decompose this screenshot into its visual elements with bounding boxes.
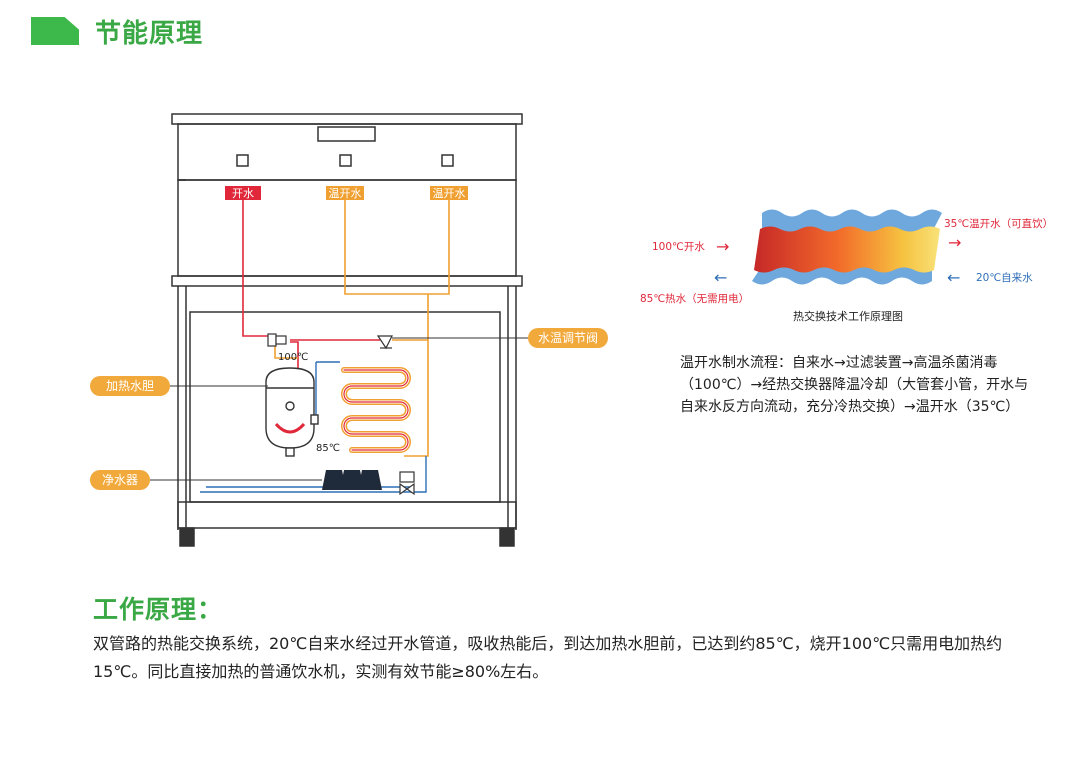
hx-out-warm: 35℃温开水（可直饮）	[944, 217, 1053, 230]
arrow-left-icon: ←	[714, 268, 727, 287]
arrow-right-icon: →	[716, 237, 729, 256]
hot-valve	[267, 333, 287, 347]
temperature-regulating-valve	[376, 335, 393, 350]
water-dispenser-cabinet	[171, 113, 523, 547]
working-principle-text: 双管路的热能交换系统，20℃自来水经过开水管道，吸收热能后，到达加热水胆前，已达…	[93, 634, 1003, 681]
callout-purifier-label: 净水器	[102, 473, 138, 487]
heater-tank	[265, 367, 319, 457]
arrow-left-icon-2: ←	[947, 268, 960, 287]
outlet-tag-warm-2: 温开水	[430, 186, 468, 200]
outlet-tag-warm-1: 温开水	[326, 186, 364, 200]
inlet-valve	[399, 471, 415, 496]
inner-pipe	[754, 226, 940, 273]
callout-purifier: 净水器	[90, 470, 322, 490]
hx-in-hot: 100℃开水	[652, 241, 705, 253]
callout-heater: 加热水胆	[90, 376, 268, 396]
process-description: 温开水制水流程：自来水→过滤装置→高温杀菌消毒（100℃）→经热交换器降温冷却（…	[680, 355, 1029, 415]
temp-label-100: 100℃	[278, 352, 308, 363]
callout-heater-label: 加热水胆	[106, 379, 154, 393]
heat-exchange-coil	[341, 367, 411, 453]
page-title: 节能原理	[95, 19, 204, 49]
outlet-tag-warm-2-label: 温开水	[433, 187, 466, 200]
hot-water-pipe	[242, 200, 380, 370]
callout-valve: 水温调节阀	[392, 328, 608, 348]
hx-caption: 热交换技术工作原理图	[793, 309, 903, 323]
temp-label-85: 85℃	[316, 443, 340, 454]
outer-pipe-top	[762, 209, 942, 232]
callout-valve-label: 水温调节阀	[538, 331, 598, 345]
outlet-tag-hot-label: 开水	[232, 187, 254, 200]
working-principle-title: 工作原理：	[93, 595, 224, 624]
heat-exchanger-schematic	[752, 209, 942, 285]
hx-out-hot: 85℃热水（无需用电）	[640, 292, 749, 305]
warm-water-pipes	[274, 200, 450, 457]
hx-in-cold: 20℃自来水	[976, 271, 1033, 284]
water-filters	[322, 470, 382, 490]
outlet-tag-warm-1-label: 温开水	[329, 187, 362, 200]
outlet-tag-hot: 开水	[225, 186, 261, 200]
arrow-right-icon-2: →	[948, 233, 961, 252]
